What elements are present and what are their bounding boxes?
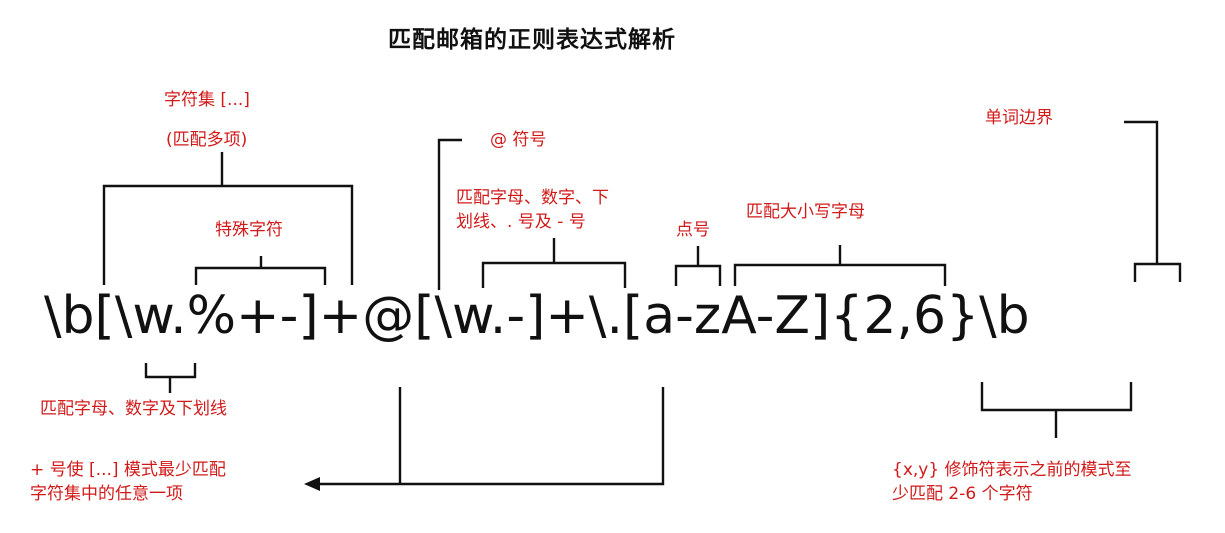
diagram-title: 匹配邮箱的正则表达式解析: [388, 27, 676, 53]
arrow-head-icon: [304, 477, 320, 491]
domain-chars-label-line1: 匹配字母、数字、下: [456, 188, 609, 208]
quantifier-label-line2: 少匹配 2-6 个字符: [892, 484, 1033, 504]
letters-label: 匹配大小写字母: [746, 202, 865, 222]
domain-chars-label-line2: 划线、. 号及 - 号: [456, 212, 586, 232]
word-boundary-pointer: [1124, 120, 1182, 282]
at-symbol-pointer: [437, 138, 462, 290]
regex-pattern: \b[\w.%+-]+@[\w.-]+\.[a-zA-Z]{2,6}\b: [44, 286, 1030, 346]
charset-label-line2: (匹配多项): [166, 130, 248, 150]
word-chars-label: 匹配字母、数字及下划线: [40, 399, 227, 419]
domain-chars-bracket: [481, 238, 627, 288]
letters-bracket: [733, 245, 947, 286]
charset-label-line1: 字符集 [...]: [164, 90, 250, 110]
plus-label-line1: + 号使 [...] 模式最少匹配: [30, 460, 226, 480]
word-boundary-label: 单词边界: [985, 108, 1053, 128]
plus-label-line2: 字符集中的任意一项: [30, 484, 183, 504]
dot-label: 点号: [676, 220, 710, 240]
special-chars-bracket: [194, 256, 327, 285]
dot-bracket: [674, 246, 722, 286]
special-chars-label: 特殊字符: [215, 220, 283, 240]
plus-arrow: [318, 387, 665, 486]
word-chars-bracket: [144, 363, 197, 393]
quantifier-label-line1: {x,y} 修饰符表示之前的模式至: [892, 460, 1132, 480]
charset-bracket: [102, 152, 354, 285]
quantifier-bracket: [980, 382, 1133, 438]
at-symbol-label: @ 符号: [490, 130, 547, 150]
